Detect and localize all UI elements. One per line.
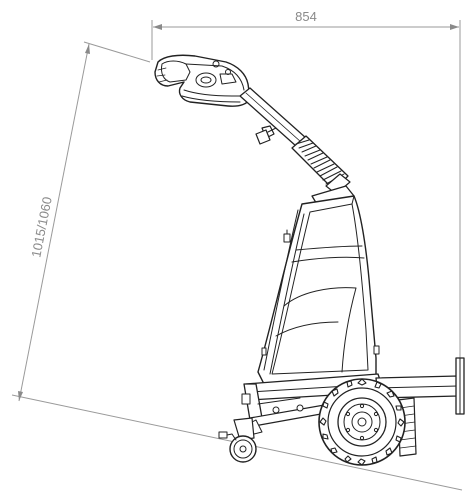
arrowhead-icon bbox=[450, 24, 459, 30]
height-dimension-line bbox=[18, 43, 90, 402]
width-dimension-label: 854 bbox=[295, 9, 317, 24]
caster-wheel bbox=[218, 417, 257, 463]
height-extension-top bbox=[83, 41, 151, 63]
handle-bar bbox=[239, 87, 307, 147]
machine-icon bbox=[154, 54, 465, 466]
drive-wheel bbox=[318, 378, 406, 466]
arrowhead-icon bbox=[18, 391, 23, 401]
arrowhead-icon bbox=[85, 44, 90, 54]
bellows bbox=[291, 135, 351, 195]
arrowhead-icon bbox=[153, 24, 162, 30]
handle-head bbox=[154, 54, 251, 107]
height-dimension-label: 1015/1060 bbox=[28, 196, 54, 259]
width-dimension: 854 bbox=[151, 9, 461, 358]
machine-body bbox=[257, 185, 380, 385]
